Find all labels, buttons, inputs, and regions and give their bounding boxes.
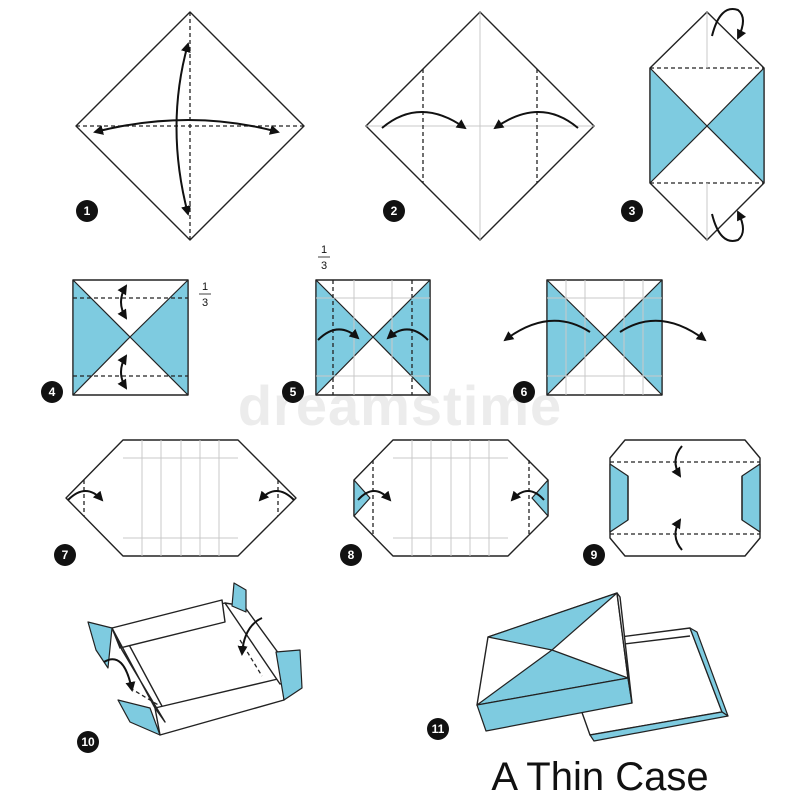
- step-number-11: 11: [427, 718, 449, 740]
- svg-text:2: 2: [391, 204, 398, 218]
- step-number-10: 10: [77, 731, 99, 753]
- step-10-figure: [87, 582, 303, 736]
- step-2-figure: [365, 11, 595, 241]
- fraction-numerator: 1: [321, 244, 327, 256]
- step-3-blue-left: [649, 67, 708, 184]
- svg-text:11: 11: [432, 722, 445, 736]
- svg-text:4: 4: [49, 385, 56, 399]
- step-number-4: 4: [41, 381, 63, 403]
- fraction-numerator: 1: [202, 281, 208, 293]
- step-number-9: 9: [583, 544, 605, 566]
- svg-text:9: 9: [591, 548, 598, 562]
- step-number-1: 1: [76, 200, 98, 222]
- step-number-3: 3: [621, 200, 643, 222]
- step-11-figure: [476, 592, 729, 742]
- step-number-5: 5: [282, 381, 304, 403]
- step-8-figure: [353, 439, 549, 557]
- fraction-label-step-5: 1 3: [318, 244, 330, 272]
- step-number-2: 2: [383, 200, 405, 222]
- step-7-figure: [65, 439, 297, 557]
- step-3-blue-right: [706, 67, 765, 184]
- step-number-8: 8: [340, 544, 362, 566]
- svg-text:6: 6: [521, 385, 528, 399]
- svg-text:3: 3: [629, 204, 636, 218]
- svg-text:8: 8: [348, 548, 355, 562]
- svg-text:1: 1: [84, 204, 91, 218]
- step-number-6: 6: [513, 381, 535, 403]
- fraction-label-step-4: 1 3: [199, 281, 211, 309]
- step-6-figure: [503, 279, 707, 396]
- step-9-figure: [609, 439, 761, 557]
- step-number-7: 7: [54, 544, 76, 566]
- svg-text:7: 7: [62, 548, 69, 562]
- svg-text:10: 10: [81, 735, 95, 749]
- step-3-figure: [649, 8, 765, 242]
- fraction-denominator: 3: [321, 260, 327, 272]
- step-5-figure: [315, 279, 431, 396]
- step-1-figure: [75, 11, 305, 241]
- step-4-figure: [72, 279, 189, 396]
- svg-text:5: 5: [290, 385, 297, 399]
- fraction-denominator: 3: [202, 297, 208, 309]
- diagram-title: A Thin Case: [491, 755, 708, 799]
